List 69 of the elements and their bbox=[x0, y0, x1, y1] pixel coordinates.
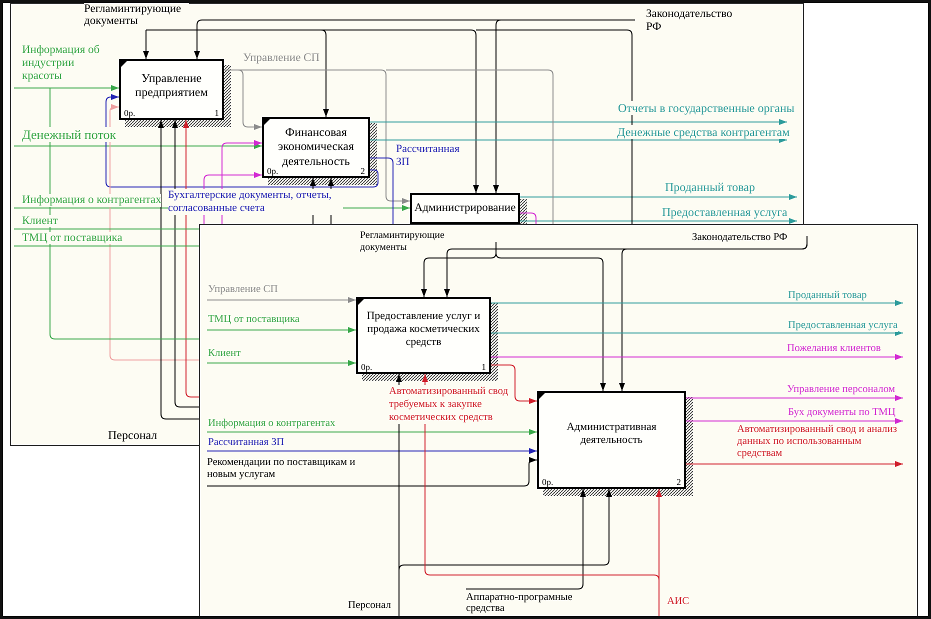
edge-label: Автоматизированный свод требуемых к закупке косметических средств bbox=[389, 385, 509, 424]
edge-label: Регламинтирующие документы bbox=[360, 230, 446, 254]
arrow bbox=[206, 297, 356, 303]
activity-box bbox=[537, 391, 686, 489]
arrow bbox=[490, 364, 538, 404]
arrow bbox=[686, 418, 904, 424]
arrow bbox=[686, 395, 904, 401]
activity-name: Администрирование bbox=[413, 202, 517, 216]
arrow bbox=[490, 330, 904, 336]
arrow bbox=[110, 104, 202, 360]
edge-label: Проданный товар bbox=[788, 290, 867, 302]
arrow bbox=[172, 120, 202, 408]
activity-name: Предоставление услуг и продажа косметических средств bbox=[366, 310, 482, 350]
edge-label: Предоставленная услуга bbox=[788, 320, 898, 332]
edge-label: Управление персоналом bbox=[787, 384, 896, 396]
arrow bbox=[206, 360, 356, 366]
activity-code: 0р. bbox=[361, 362, 372, 372]
arrow bbox=[206, 448, 538, 454]
activity-code: 0р. bbox=[124, 108, 136, 118]
activity-box bbox=[262, 117, 370, 178]
arrow bbox=[686, 461, 904, 467]
arrow bbox=[370, 119, 788, 125]
activity-box bbox=[410, 193, 520, 224]
arrow bbox=[183, 120, 202, 398]
activity-number: 2 bbox=[676, 477, 681, 487]
flow-label: ТМЦ от поставщика bbox=[22, 232, 122, 244]
activity-box bbox=[356, 297, 491, 374]
flow-label: Клиент bbox=[22, 215, 58, 227]
activity-name: Административная деятельность bbox=[566, 421, 658, 448]
edge-label: Персонал bbox=[108, 428, 158, 442]
edge-label: Информация о контрагентах bbox=[208, 418, 336, 430]
edge-label: Персонал bbox=[348, 600, 392, 612]
arrow bbox=[158, 120, 202, 420]
arrow bbox=[490, 354, 904, 360]
arrow bbox=[206, 327, 356, 333]
edge-label: Управление СП bbox=[208, 284, 278, 296]
arrow bbox=[520, 194, 798, 200]
connector-line bbox=[370, 158, 394, 226]
arrow bbox=[106, 94, 378, 188]
activity-name: Финансовая экономическая деятельность bbox=[276, 125, 356, 168]
edge-label: Денежные средства контрагентам bbox=[617, 125, 790, 139]
arrow bbox=[422, 374, 660, 616]
edge-label: Проданный товар bbox=[665, 180, 755, 194]
arrow bbox=[370, 137, 788, 143]
edge-label: Бухгалтерские документы, отчеты, согласованные счета bbox=[168, 189, 343, 215]
edge-label: Отчеты в государственные органы bbox=[618, 101, 794, 115]
arrow bbox=[143, 30, 149, 60]
activity-number: 2 bbox=[360, 166, 365, 176]
edge-label: ТМЦ от поставщика bbox=[208, 314, 300, 326]
arrow bbox=[14, 143, 262, 149]
activity-number: 1 bbox=[214, 108, 219, 118]
arrow bbox=[206, 457, 538, 486]
arrow bbox=[493, 20, 636, 194]
edge-label: Предоставленная услуга bbox=[662, 205, 788, 219]
arrow bbox=[496, 242, 606, 392]
edge-label: Законодательство РФ bbox=[692, 232, 788, 244]
activity-box bbox=[119, 59, 224, 120]
arrow bbox=[490, 300, 904, 306]
edge-label: Денежный поток bbox=[22, 127, 116, 142]
arrow bbox=[206, 429, 538, 435]
edge-label: Бух документы по ТМЦ bbox=[788, 407, 896, 419]
activity-code: 0р. bbox=[542, 477, 554, 487]
activity-code: 0р. bbox=[267, 166, 278, 176]
arrow bbox=[520, 218, 798, 224]
arrow bbox=[466, 488, 586, 590]
activity-name: Управление предприятием bbox=[134, 71, 209, 100]
edge-label: Управление СП bbox=[243, 52, 320, 65]
arrow bbox=[14, 85, 120, 91]
activity-number: 1 bbox=[482, 362, 486, 372]
